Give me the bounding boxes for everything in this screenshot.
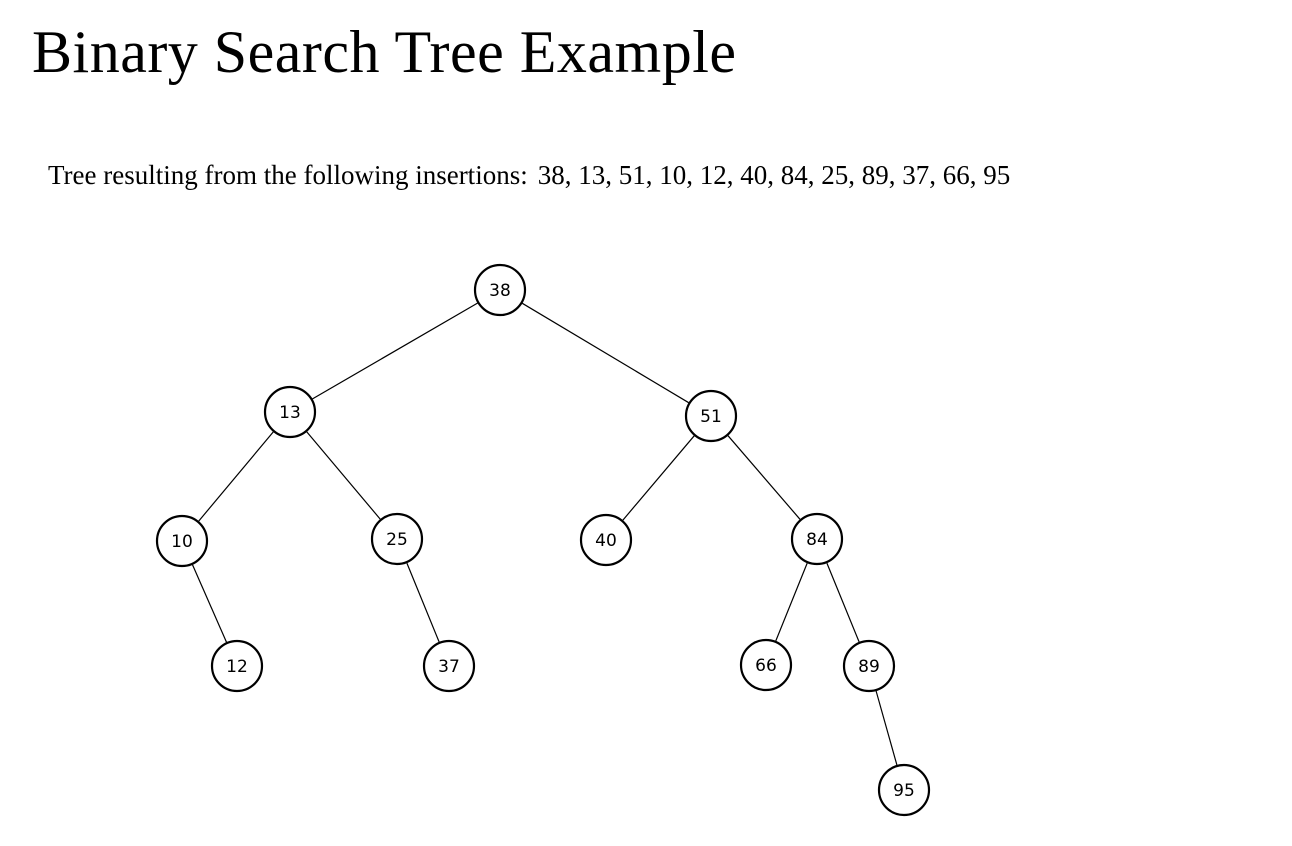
node-circle [790, 512, 844, 566]
tree-node-13: 13 [263, 385, 317, 439]
edge-89-95 [875, 690, 898, 766]
insertion-sequence: 38, 13, 51, 10, 12, 40, 84, 25, 89, 37, … [537, 160, 1011, 190]
tree-node-89: 89 [842, 639, 896, 693]
edge-25-37 [406, 562, 440, 643]
node-circle [684, 389, 738, 443]
edge-84-66 [775, 562, 808, 642]
node-label: 66 [755, 656, 777, 676]
insertions-caption: Tree resulting from the following insert… [48, 160, 1010, 191]
node-circle [422, 639, 476, 693]
node-label: 12 [226, 657, 248, 677]
edge-38-51 [521, 302, 690, 404]
node-circle [739, 638, 793, 692]
tree-node-10: 10 [155, 514, 209, 568]
node-circle [263, 385, 317, 439]
edge-38-13 [312, 302, 478, 400]
node-circle [155, 514, 209, 568]
tree-node-38: 38 [473, 263, 527, 317]
node-label: 10 [171, 532, 193, 552]
tree-node-66: 66 [739, 638, 793, 692]
tree-edges [191, 302, 898, 766]
node-label: 25 [386, 530, 408, 550]
node-label: 37 [438, 657, 460, 677]
node-circle [210, 639, 264, 693]
edge-51-84 [727, 435, 801, 520]
node-label: 84 [806, 530, 828, 550]
node-circle [579, 513, 633, 567]
node-label: 13 [279, 403, 301, 423]
node-circle [370, 512, 424, 566]
node-circle [473, 263, 527, 317]
edge-84-89 [826, 562, 860, 643]
tree-node-12: 12 [210, 639, 264, 693]
edge-51-40 [622, 435, 695, 521]
node-label: 89 [858, 657, 880, 677]
node-label: 38 [489, 281, 511, 301]
node-circle [877, 763, 931, 817]
tree-node-37: 37 [422, 639, 476, 693]
tree-node-40: 40 [579, 513, 633, 567]
tree-node-95: 95 [877, 763, 931, 817]
tree-node-25: 25 [370, 512, 424, 566]
page-title: Binary Search Tree Example [32, 19, 737, 85]
node-label: 95 [893, 781, 915, 801]
tree-nodes: 38 13 51 10 25 40 84 12 37 66 89 95 [155, 263, 931, 817]
node-circle [842, 639, 896, 693]
tree-node-84: 84 [790, 512, 844, 566]
node-label: 40 [595, 531, 617, 551]
edge-13-25 [306, 431, 381, 520]
edge-10-12 [191, 564, 228, 643]
edge-13-10 [198, 431, 274, 522]
tree-node-51: 51 [684, 389, 738, 443]
node-label: 51 [700, 407, 722, 427]
caption-label: Tree resulting from the following insert… [48, 160, 528, 190]
